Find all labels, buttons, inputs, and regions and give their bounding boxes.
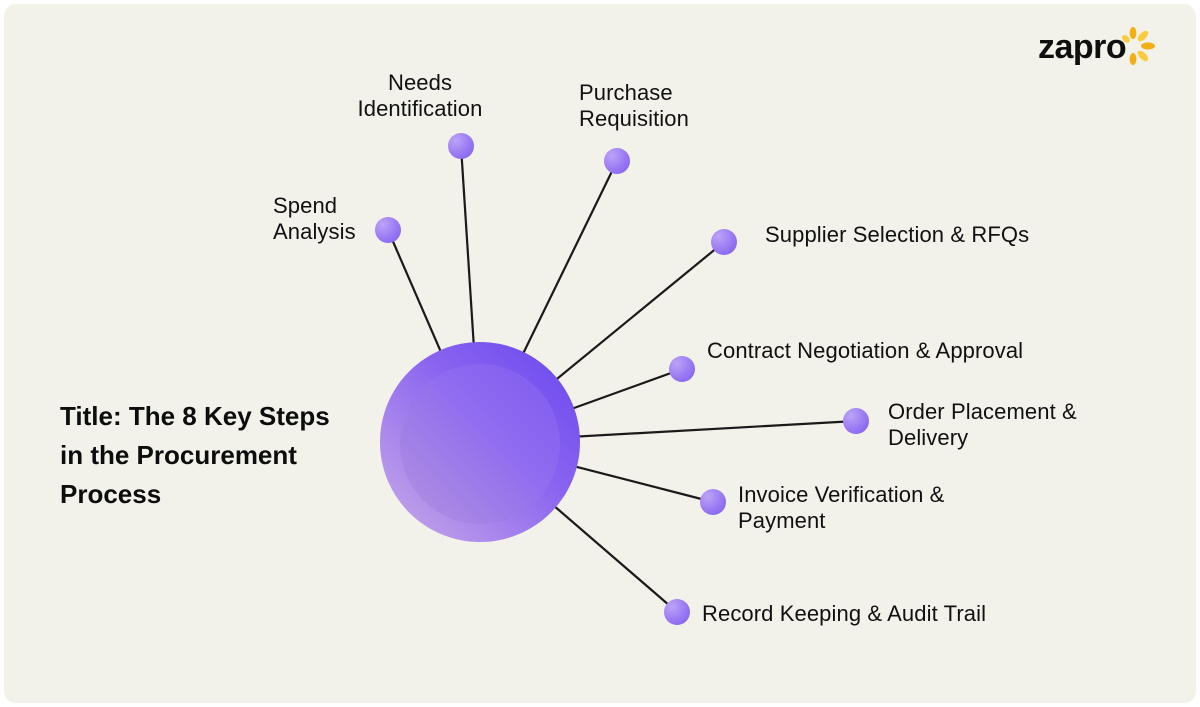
hub-circle-inner-ring xyxy=(400,364,560,524)
hub-circle xyxy=(380,342,580,542)
node-dot-purchase-requisition xyxy=(604,148,630,174)
node-dot-spend-analysis xyxy=(375,217,401,243)
node-label-spend-analysis: Spend Analysis xyxy=(273,193,356,244)
node-label-purchase-requisition: Purchase Requisition xyxy=(579,80,689,131)
zapro-spark-icon xyxy=(1122,27,1155,65)
node-label-supplier-selection: Supplier Selection & RFQs xyxy=(765,222,1030,247)
node-label-needs-identification: Needs Identification xyxy=(357,70,483,121)
node-label-invoice-verification: Invoice Verification & Payment xyxy=(738,482,945,533)
node-dot-needs-identification xyxy=(448,133,474,159)
node-dot-order-placement xyxy=(843,408,869,434)
node-dot-contract-negotiation xyxy=(669,356,695,382)
page-title: Title: The 8 Key Steps in the Procuremen… xyxy=(60,401,330,509)
node-dot-record-keeping xyxy=(664,599,690,625)
zapro-logo-text: zapro xyxy=(1038,28,1127,66)
node-label-contract-negotiation: Contract Negotiation & Approval xyxy=(707,338,1024,363)
zapro-logo: zapro xyxy=(1038,27,1155,78)
node-label-record-keeping: Record Keeping & Audit Trail xyxy=(702,601,987,626)
node-dot-supplier-selection xyxy=(711,229,737,255)
node-label-order-placement: Order Placement & Delivery xyxy=(888,399,1077,450)
node-dot-invoice-verification xyxy=(700,489,726,515)
